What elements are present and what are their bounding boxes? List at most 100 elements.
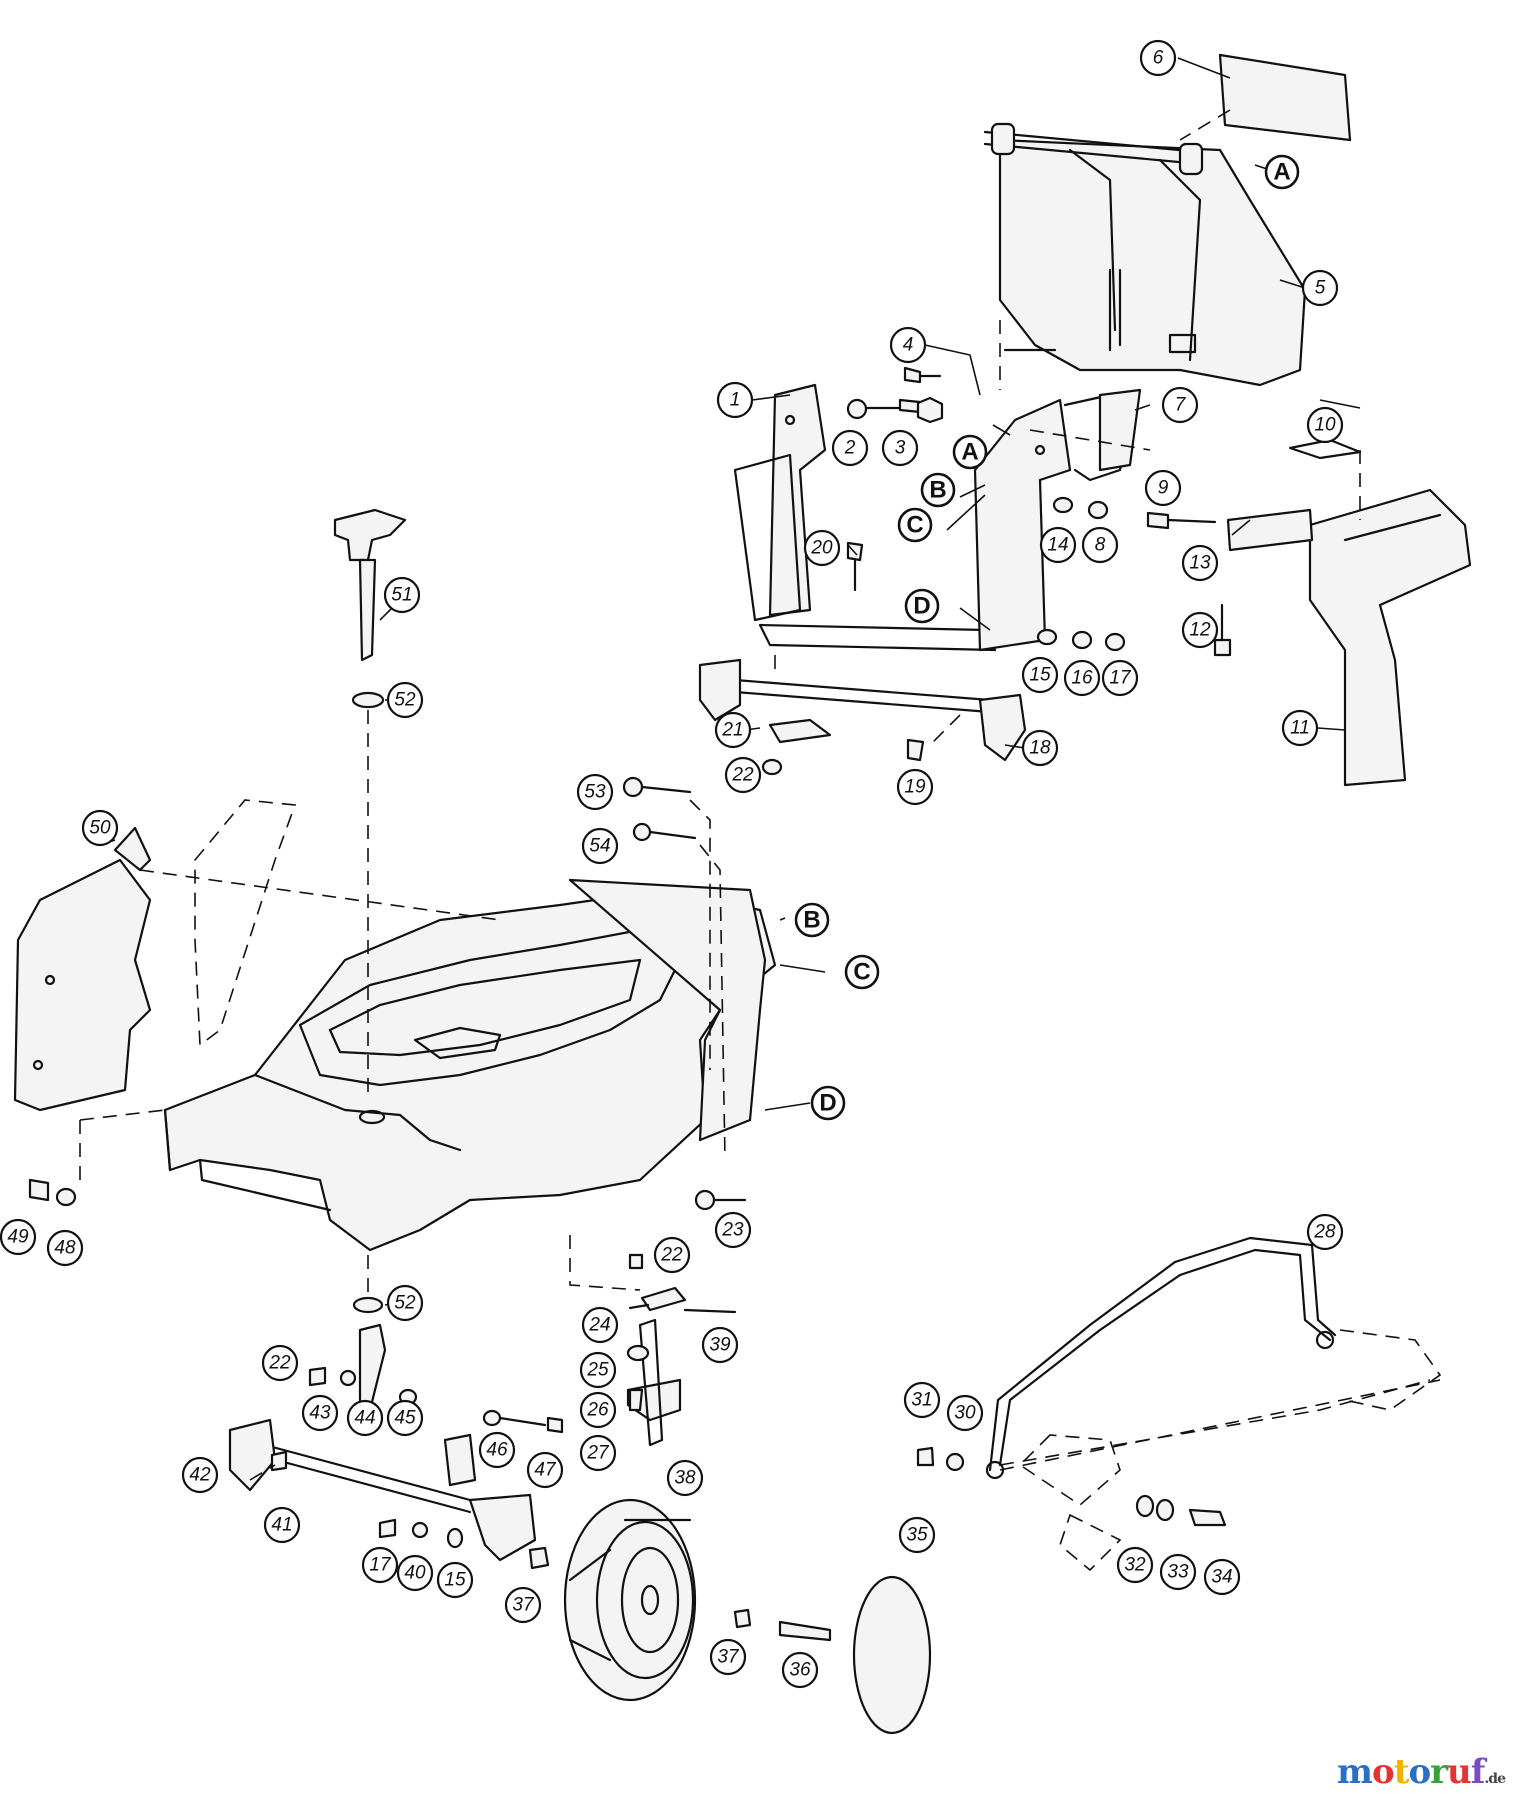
callout-circle [1063, 659, 1101, 697]
part-number-label: 22 [268, 1353, 291, 1374]
grass-bag [998, 138, 1307, 387]
callout-circle [1159, 1553, 1197, 1591]
part-callout: 31 [903, 1381, 941, 1419]
callout-circle [889, 326, 927, 364]
callout-circle [0, 1218, 37, 1256]
part-callout: 19 [896, 768, 934, 806]
part-callout: 46 [478, 1431, 516, 1469]
reference-letter-label: B [803, 907, 820, 934]
part-number-label: 5 [1315, 278, 1326, 299]
part-callout: 24 [581, 1306, 619, 1344]
part-number-label: 46 [486, 1440, 508, 1461]
callout-circle [903, 1381, 941, 1419]
callout-circle [579, 1351, 617, 1389]
callout-circle [579, 1434, 617, 1472]
part-callout: 11 [1281, 709, 1319, 747]
part-number-label: 9 [1158, 478, 1169, 499]
watermark-letter: t [1393, 1752, 1410, 1792]
part-callout: 39 [701, 1326, 739, 1364]
callout-circle [1139, 39, 1177, 77]
part-number-label: 44 [354, 1408, 375, 1429]
part-callout: 41 [263, 1506, 301, 1544]
callout-circle [1116, 1546, 1154, 1584]
part-callout: 35 [898, 1516, 936, 1554]
callout-circle [896, 768, 934, 806]
part-number-label: 50 [89, 818, 111, 839]
part-callout: 52 [386, 1284, 424, 1322]
part-number-label: 15 [1029, 665, 1051, 686]
part-number-label: 42 [189, 1465, 211, 1486]
part-number-label: 22 [731, 765, 754, 786]
callout-circle [504, 1586, 542, 1624]
part-callout: 38 [666, 1459, 704, 1497]
reference-letter-marker: A [952, 434, 988, 470]
callout-circle [261, 1344, 299, 1382]
callout-circle [1021, 729, 1059, 767]
callout-circle [581, 827, 619, 865]
part-number-label: 27 [586, 1443, 610, 1464]
part-number-label: 25 [586, 1360, 609, 1381]
part-number-label: 1 [730, 390, 741, 411]
part-callout: 21 [714, 711, 752, 749]
callout-circle [386, 1284, 424, 1322]
letter-circle [952, 434, 988, 470]
part-callout: 1 [716, 381, 754, 419]
part-callout: 5 [1301, 269, 1339, 307]
part-number-label: 26 [586, 1400, 609, 1421]
part-callout: 15 [436, 1561, 474, 1599]
part-callout: 22 [261, 1344, 299, 1382]
part-number-label: 22 [660, 1245, 683, 1266]
callout-circle [714, 711, 752, 749]
callout-circle [436, 1561, 474, 1599]
callout-circle [1021, 656, 1059, 694]
reference-letter-label: D [913, 593, 930, 620]
part-number-label: 39 [709, 1335, 731, 1356]
callout-circle [1081, 526, 1119, 564]
part-number-label: 35 [906, 1525, 928, 1546]
part-callout: 6 [1139, 39, 1177, 77]
part-number-label: 33 [1167, 1562, 1189, 1583]
part-number-label: 36 [789, 1660, 811, 1681]
hub-cap [852, 1575, 932, 1735]
callout-circle [181, 1456, 219, 1494]
mower-deck [163, 878, 777, 1252]
callout-circle [714, 1211, 752, 1249]
part-callout: 48 [46, 1229, 84, 1267]
part-number-label: 21 [721, 720, 743, 741]
part-callout: 25 [579, 1351, 617, 1389]
reference-letter-label: B [929, 477, 946, 504]
callout-circle [1101, 659, 1139, 697]
part-callout: 43 [301, 1394, 339, 1432]
part-callout: 42 [181, 1456, 219, 1494]
part-number-label: 10 [1314, 415, 1336, 436]
part-callout: 17 [1101, 659, 1139, 697]
reference-letter-label: D [819, 1090, 836, 1117]
part-callout: 7 [1161, 386, 1199, 424]
part-number-label: 41 [271, 1515, 292, 1536]
letter-circle [897, 507, 933, 543]
part-callout: 40 [396, 1554, 434, 1592]
part-callout: 33 [1159, 1553, 1197, 1591]
callout-circle [301, 1394, 339, 1432]
part-callout: 37 [709, 1638, 747, 1676]
part-number-label: 4 [903, 335, 914, 356]
callout-circle [666, 1459, 704, 1497]
part-callout: 45 [386, 1399, 424, 1437]
callout-circle [946, 1394, 984, 1432]
letter-circle [904, 588, 940, 624]
part-callout: 14 [1039, 526, 1077, 564]
part-number-label: 7 [1175, 395, 1187, 416]
front-wheel [563, 1498, 697, 1702]
rear-deflector [1226, 438, 1472, 787]
part-callout: 32 [1116, 1546, 1154, 1584]
rear-frame [733, 348, 1142, 652]
part-number-label: 47 [534, 1460, 557, 1481]
letter-circle [794, 902, 830, 938]
callout-circle [1161, 386, 1199, 424]
reference-letter-marker: C [897, 507, 933, 543]
part-callout: 16 [1063, 659, 1101, 697]
reference-letter-marker: B [920, 472, 956, 508]
reference-letter-label: A [1273, 159, 1290, 186]
watermark-letter: f [1470, 1752, 1486, 1792]
